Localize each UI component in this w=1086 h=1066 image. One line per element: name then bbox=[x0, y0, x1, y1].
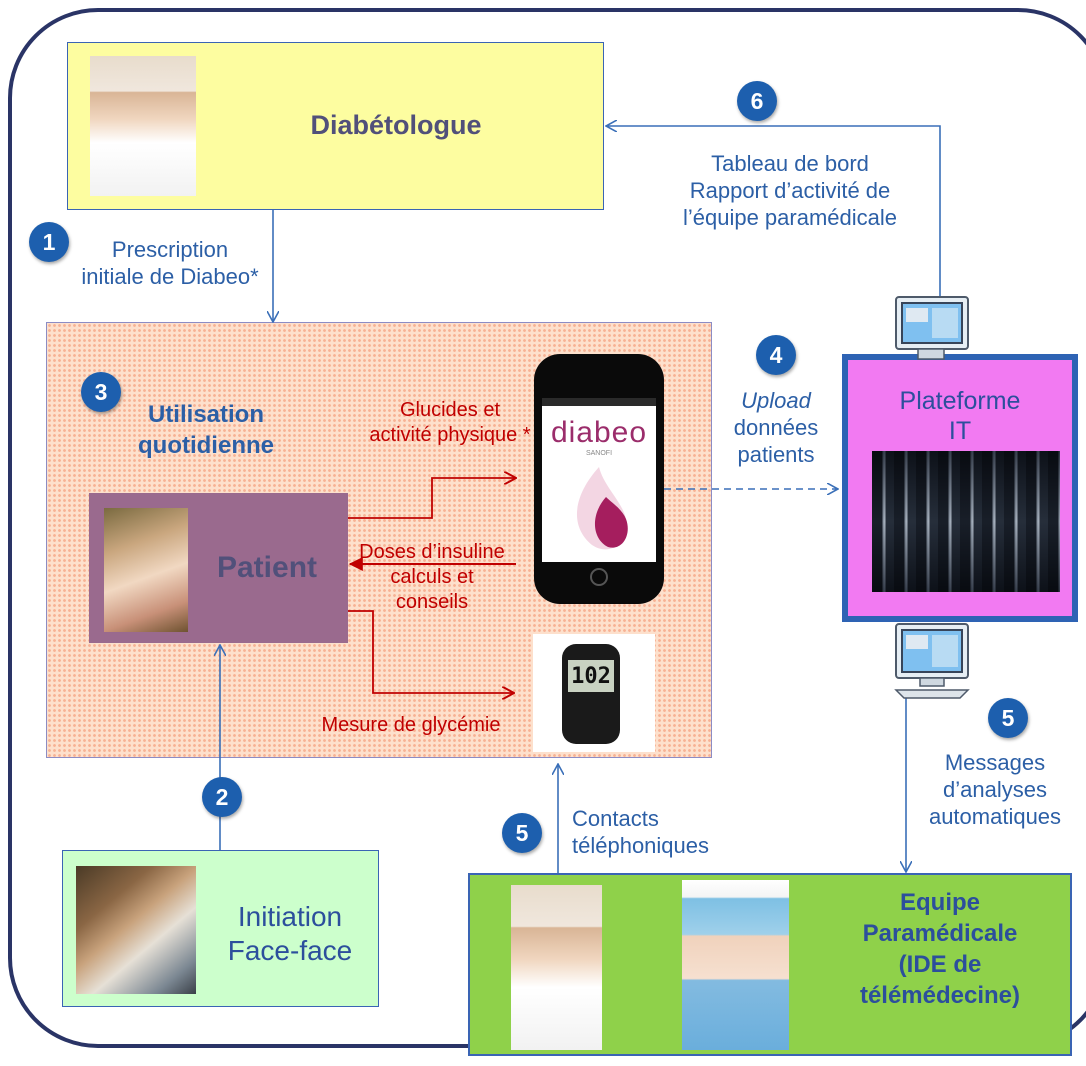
messages-line2: d’analyses bbox=[943, 777, 1047, 802]
datacenter-photo bbox=[872, 451, 1060, 592]
upload-line3: patients bbox=[737, 442, 815, 467]
doses-line3: conseils bbox=[395, 591, 469, 613]
tableau-label: Tableau de bord Rapport d’activité de l’… bbox=[640, 150, 940, 231]
step-badge-5-contacts: 5 bbox=[502, 813, 542, 853]
contacts-line2: téléphoniques bbox=[572, 833, 710, 858]
step-badge-6: 6 bbox=[737, 81, 777, 121]
diabeo-drop-logo bbox=[576, 467, 628, 550]
upload-line1: Upload bbox=[741, 388, 811, 413]
step-badge-3: 3 bbox=[81, 372, 121, 412]
prescription-label: Prescription initiale de Diabeo* bbox=[56, 236, 284, 290]
tableau-line3: l’équipe paramédicale bbox=[682, 205, 898, 230]
contacts-label: Contacts téléphoniques bbox=[572, 805, 752, 859]
initiation-label: Initiation Face-face bbox=[206, 900, 374, 968]
daily-use-title-line1: Utilisation bbox=[147, 401, 264, 428]
messages-label: Messages d’analyses automatiques bbox=[910, 749, 1080, 830]
glucides-line1: Glucides et bbox=[399, 399, 501, 421]
patient-photo bbox=[104, 508, 188, 632]
glucides-label: Glucides et activité physique * bbox=[360, 398, 540, 448]
doctor-photo bbox=[90, 56, 196, 196]
upload-line2: données bbox=[733, 415, 819, 440]
doses-line2: calculs et bbox=[390, 566, 474, 588]
diabeo-logo-text: diabeo bbox=[550, 416, 648, 449]
team-line3: (IDE de bbox=[898, 951, 982, 978]
messages-line3: automatiques bbox=[928, 804, 1062, 829]
tableau-line1: Tableau de bord bbox=[711, 151, 869, 176]
diabeo-app-screen: diabeo SANOFI bbox=[542, 398, 656, 562]
daily-use-title-line2: quotidienne bbox=[138, 432, 274, 459]
contacts-line1: Contacts bbox=[572, 806, 659, 831]
platform-line1: Plateforme bbox=[899, 387, 1021, 415]
team-line1: Equipe bbox=[899, 889, 980, 916]
step-badge-4: 4 bbox=[756, 335, 796, 375]
messages-line1: Messages bbox=[944, 750, 1046, 775]
phone-status-bar bbox=[542, 398, 656, 406]
initiation-photo bbox=[76, 866, 196, 994]
team-line4: télémédecine) bbox=[859, 982, 1021, 1009]
team-label: Equipe Paramédicale (IDE de télémédecine… bbox=[820, 887, 1060, 1011]
team-line2: Paramédicale bbox=[862, 920, 1018, 947]
initiation-line2: Face-face bbox=[227, 935, 353, 966]
glucose-meter-reading: 102 bbox=[568, 660, 614, 692]
phone-home-button bbox=[590, 568, 608, 586]
glucides-line2: activité physique * bbox=[369, 424, 531, 446]
step-badge-5-messages: 5 bbox=[988, 698, 1028, 738]
initiation-line1: Initiation bbox=[237, 901, 343, 932]
step-badge-2: 2 bbox=[202, 777, 242, 817]
doses-line1: Doses d’insuline bbox=[359, 541, 505, 563]
platform-label: Plateforme IT bbox=[855, 386, 1065, 446]
doses-label: Doses d’insuline calculs et conseils bbox=[346, 540, 518, 615]
tableau-line2: Rapport d’activité de bbox=[689, 178, 891, 203]
mesure-label: Mesure de glycémie bbox=[321, 714, 501, 736]
team-nurse-photo bbox=[682, 880, 789, 1050]
daily-use-title: Utilisation quotidienne bbox=[118, 399, 294, 461]
diabetologue-label: Diabétologue bbox=[310, 110, 482, 140]
step-badge-1: 1 bbox=[29, 222, 69, 262]
diabeo-logo-sub: SANOFI bbox=[585, 450, 613, 457]
platform-line2: IT bbox=[948, 417, 972, 445]
patient-label: Patient bbox=[216, 551, 318, 584]
glucose-meter-image bbox=[562, 644, 620, 744]
prescription-line1: Prescription bbox=[111, 237, 229, 262]
upload-label: Upload données patients bbox=[718, 387, 834, 468]
prescription-line2: initiale de Diabeo* bbox=[81, 264, 259, 289]
team-doctor-photo bbox=[511, 885, 602, 1050]
